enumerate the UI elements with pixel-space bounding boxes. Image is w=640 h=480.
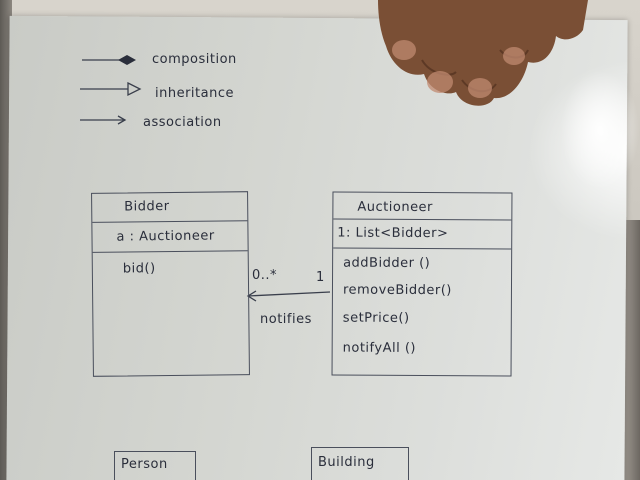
bidder-attribute: a : Auctioneer (116, 228, 215, 245)
auctioneer-method-1: addBidder () (343, 255, 431, 272)
hand (378, 0, 588, 106)
auctioneer-class-name: Auctioneer (357, 199, 433, 216)
auctioneer-method-4: notifyAll () (342, 340, 417, 356)
legend-association-label: association (143, 115, 222, 130)
association-arrow-icon (246, 290, 257, 302)
auctioneer-method-3: setPrice() (342, 310, 410, 326)
bidder-method: bid() (122, 261, 156, 277)
bidder-divider-2 (92, 250, 248, 253)
building-class-box: Building (311, 447, 409, 480)
building-class-name: Building (318, 455, 375, 470)
legend-composition-label: composition (152, 52, 237, 67)
auctioneer-method-2: removeBidder() (342, 282, 452, 299)
legend-inheritance-label: inheritance (155, 86, 234, 101)
association-line (247, 291, 331, 297)
bidder-class-name: Bidder (124, 199, 170, 215)
legend-composition-diamond-icon (118, 55, 136, 65)
legend-association-arrow-icon (117, 115, 127, 125)
multiplicity-left: 0..* (252, 268, 278, 283)
bidder-divider-1 (92, 220, 248, 223)
multiplicity-right: 1 (316, 270, 325, 285)
person-class-box: Person (114, 451, 196, 480)
light-glare (560, 70, 640, 190)
auctioneer-class-box: Auctioneer 1: List<Bidder> addBidder () … (331, 191, 513, 377)
association-label: notifies (260, 312, 312, 327)
person-class-name: Person (121, 457, 168, 472)
wall-right (622, 220, 640, 480)
bidder-class-box: Bidder a : Auctioneer bid() (91, 191, 250, 377)
auctioneer-divider-2 (333, 247, 512, 250)
auctioneer-attribute: 1: List<Bidder> (337, 225, 449, 242)
auctioneer-divider-1 (333, 218, 512, 221)
legend-inheritance-arrow-icon (127, 81, 142, 97)
